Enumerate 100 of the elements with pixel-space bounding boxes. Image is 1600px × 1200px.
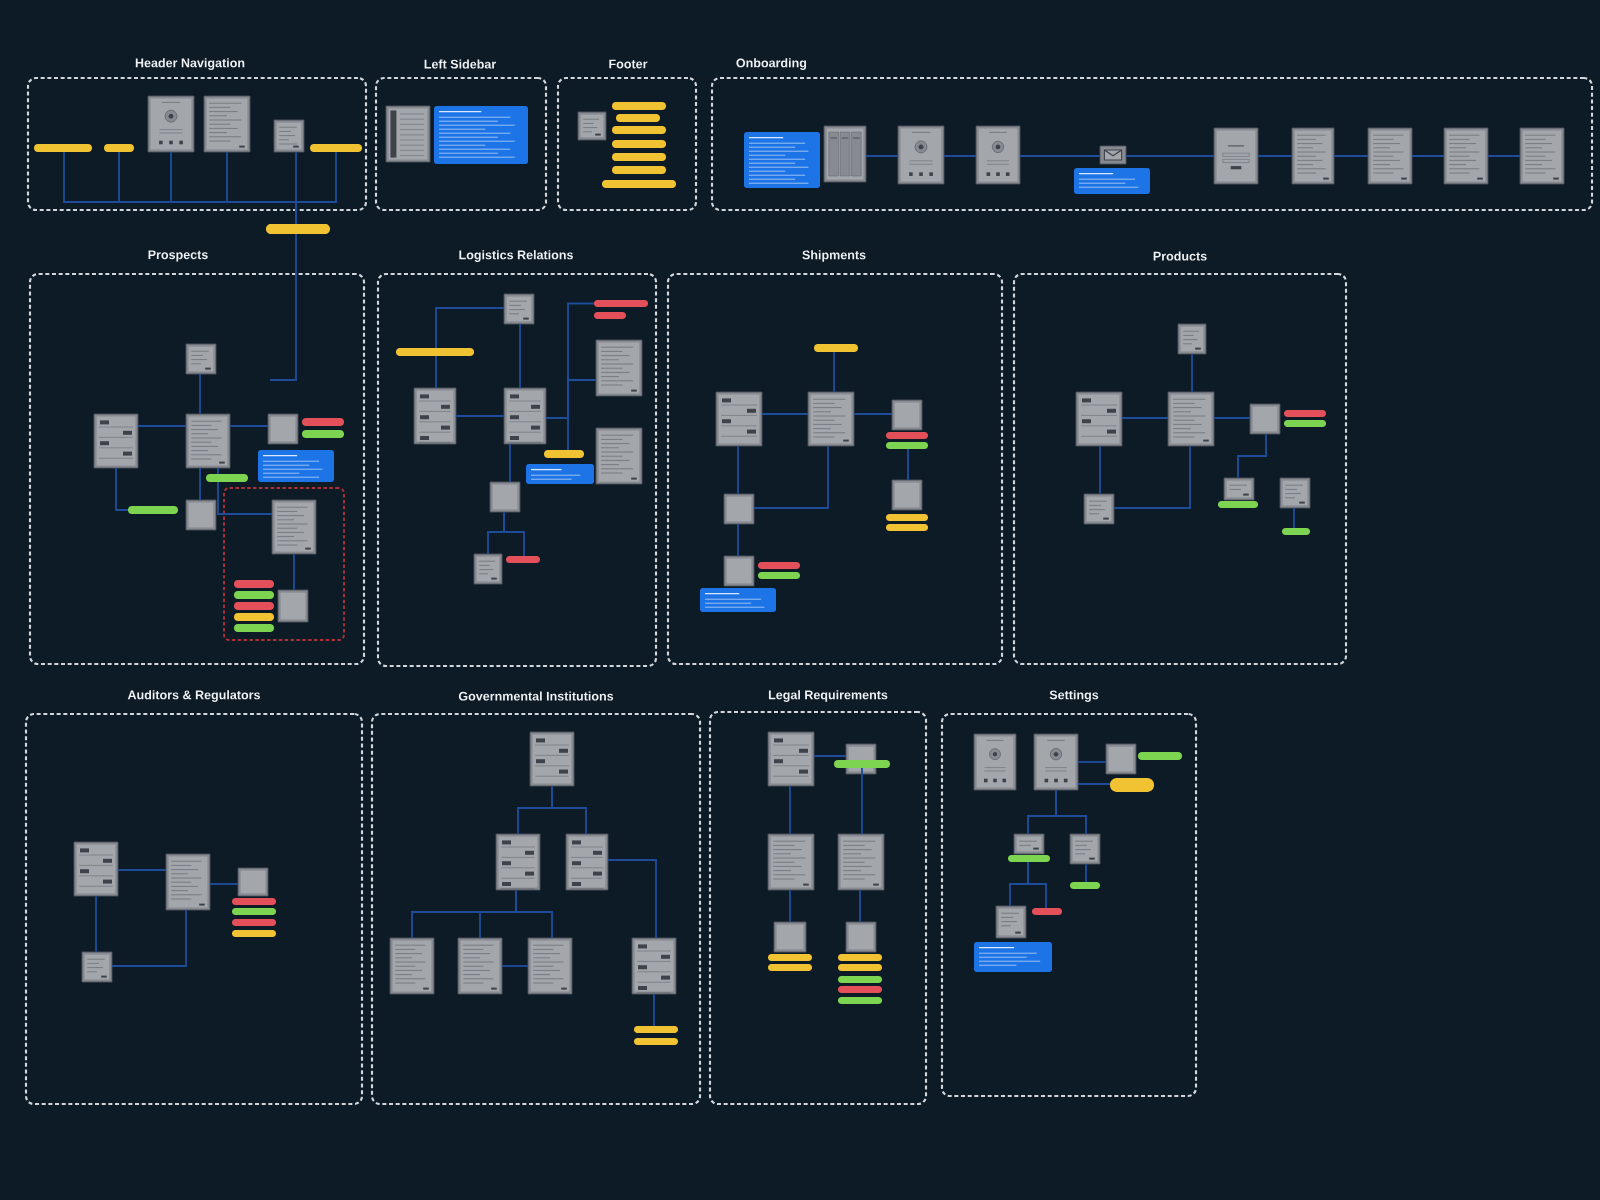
pill-button — [768, 954, 812, 961]
pill-button — [232, 908, 276, 915]
note-card — [434, 106, 528, 164]
note-card — [526, 464, 594, 484]
connector-line — [1113, 445, 1191, 509]
connector-line — [1055, 789, 1087, 835]
page-thumbnail — [503, 293, 535, 325]
pill-button — [612, 102, 666, 110]
pill-button — [1282, 528, 1310, 535]
connector-line — [859, 889, 861, 923]
pill-button — [594, 300, 648, 307]
pill-button — [814, 344, 858, 352]
page-thumbnail — [807, 391, 855, 447]
page-thumbnail — [267, 413, 299, 445]
connector-line — [117, 869, 167, 871]
pill-button — [886, 442, 928, 449]
pill-button — [838, 976, 882, 983]
connector-line — [137, 425, 187, 427]
note-card — [258, 450, 334, 482]
page-thumbnail — [1279, 477, 1311, 509]
envelope-icon — [1099, 145, 1127, 165]
pill-button — [104, 144, 134, 152]
connector-line — [111, 909, 187, 967]
connector-line — [115, 467, 129, 511]
page-thumbnail — [1075, 391, 1123, 447]
pill-button — [612, 140, 666, 148]
page-thumbnail — [577, 111, 607, 141]
page-thumbnail — [529, 731, 575, 787]
connector-line — [1487, 155, 1521, 157]
connector-line — [209, 883, 239, 885]
pill-button — [886, 514, 928, 521]
dashed-frame — [223, 487, 345, 641]
connector-line — [761, 413, 809, 415]
pill-button — [634, 1026, 678, 1033]
pill-button — [1218, 501, 1258, 508]
page-thumbnail — [595, 339, 643, 397]
page-thumbnail — [1443, 127, 1489, 185]
page-thumbnail — [973, 733, 1017, 791]
connector-line — [737, 445, 739, 495]
page-thumbnail — [995, 905, 1027, 939]
note-card — [974, 942, 1052, 972]
pill-button — [234, 613, 274, 621]
connector-line — [861, 767, 863, 835]
pill-button — [768, 964, 812, 971]
pill-button — [232, 919, 276, 926]
connector-line — [813, 755, 847, 757]
connector-line — [503, 511, 525, 557]
page-thumbnail — [73, 841, 119, 897]
page-thumbnail — [565, 833, 609, 891]
page-thumbnail — [1177, 323, 1207, 355]
connector-line — [435, 355, 437, 389]
page-thumbnail — [389, 937, 435, 995]
page-thumbnail — [495, 833, 541, 891]
note-card — [1074, 168, 1150, 194]
page-thumbnail — [147, 95, 195, 153]
connector-line — [1125, 155, 1215, 157]
page-thumbnail — [473, 553, 503, 585]
connector-line — [551, 785, 587, 835]
pill-button — [234, 591, 274, 599]
connector-line — [199, 467, 201, 501]
pill-button — [232, 930, 276, 937]
page-thumbnail — [723, 493, 755, 525]
page-thumbnail — [185, 413, 231, 469]
page-thumbnail — [631, 937, 677, 995]
page-thumbnail — [1105, 743, 1137, 775]
connector-line — [653, 993, 655, 1027]
connector-line — [853, 413, 893, 415]
page-thumbnail — [767, 731, 815, 787]
connector-line — [217, 467, 219, 475]
connector-line — [737, 523, 739, 557]
pill-button — [506, 556, 540, 563]
pill-button — [128, 506, 178, 514]
connector-line — [199, 373, 201, 415]
connector-line — [269, 233, 297, 381]
pill-button — [1110, 778, 1154, 792]
connector-line — [435, 307, 505, 349]
pill-button — [234, 580, 274, 588]
connector-line — [1191, 353, 1193, 393]
pill-button — [886, 524, 928, 531]
pill-button — [1070, 882, 1100, 889]
page-thumbnail — [975, 125, 1021, 185]
pill-button — [602, 180, 676, 188]
page-thumbnail — [1013, 833, 1045, 855]
connector-line — [1213, 417, 1251, 419]
pill-button — [34, 144, 92, 152]
page-thumbnail — [271, 499, 317, 555]
connector-line — [1077, 783, 1111, 785]
connector-line — [607, 859, 657, 939]
page-thumbnail — [823, 125, 867, 183]
page-thumbnail — [595, 427, 643, 485]
connector-line — [1411, 155, 1445, 157]
pill-button — [612, 166, 666, 174]
page-thumbnail — [773, 921, 807, 953]
note-card — [744, 132, 820, 188]
pill-button — [1138, 752, 1182, 760]
pill-button — [834, 760, 890, 768]
pill-button — [232, 898, 276, 905]
pill-button — [1284, 420, 1326, 427]
connector-line — [1077, 761, 1107, 763]
connector-line — [1237, 433, 1267, 479]
